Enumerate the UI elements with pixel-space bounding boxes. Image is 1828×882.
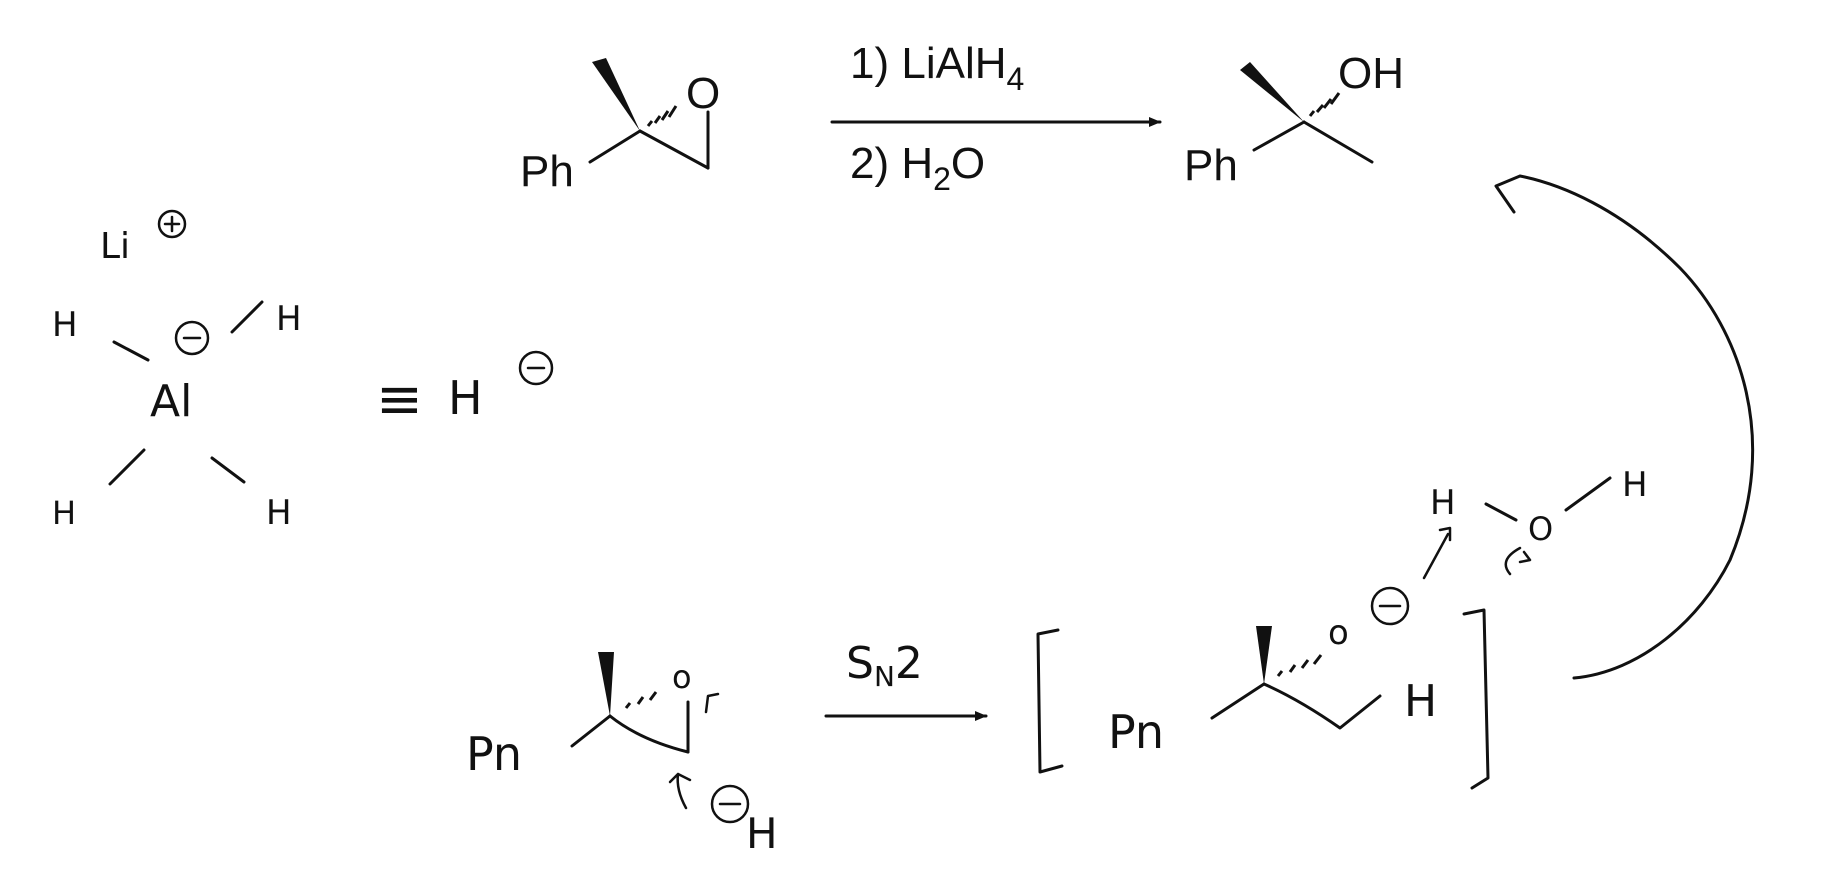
hashed-bond-c-o	[624, 691, 658, 709]
negative-charge-icon	[518, 350, 554, 386]
bond-al-h	[230, 300, 264, 334]
curved-arrow-icon	[668, 772, 692, 810]
negative-charge-icon	[1370, 586, 1410, 626]
phenyl-label: Pn	[466, 727, 522, 781]
water-hydrogen: H	[1622, 465, 1648, 505]
mechanism-sn2-attack: Pn o H	[466, 652, 778, 858]
alkoxide-oxygen: o	[1328, 613, 1349, 653]
wedge-methyl-bond	[598, 652, 614, 716]
added-hydrogen: H	[1404, 676, 1437, 727]
hydrogen-bottom-left: H	[52, 494, 76, 532]
epoxide-oxygen: O	[686, 69, 720, 118]
negative-charge-icon	[174, 320, 210, 356]
epoxide-oxygen: o	[672, 658, 692, 696]
reactant-epoxide: Ph O	[520, 58, 720, 196]
sn2-label: SN2	[846, 638, 923, 693]
water-oxygen: O	[1528, 510, 1553, 548]
product-alcohol: Ph OH	[1184, 49, 1404, 190]
reagents: 1) LiAlH4 2) H2O	[830, 39, 1162, 197]
reagent-lialh4: 1) LiAlH4	[850, 39, 1024, 97]
hashed-bond-c-oh	[1308, 92, 1341, 117]
bond-c-ch2	[608, 714, 690, 754]
bond-c-ch2	[638, 129, 710, 170]
lithium-cation: Li	[100, 226, 130, 267]
water-protonation: H O H	[1422, 465, 1648, 580]
curved-arrow-icon	[1422, 526, 1452, 580]
overall-return-arrow	[1494, 174, 1755, 680]
positive-charge-icon	[157, 209, 187, 239]
water-hydrogen: H	[1430, 483, 1456, 523]
wedge-methyl-bond	[1240, 62, 1304, 122]
bond-c-ch2-h	[1262, 682, 1382, 730]
lithium-aluminum-hydride: Li H H Al H H ≡ H	[52, 209, 554, 533]
bond-al-h	[108, 448, 146, 486]
negative-charge-icon	[710, 784, 750, 824]
phenyl-label: Ph	[520, 147, 574, 196]
hydroxyl-label: OH	[1338, 49, 1404, 98]
bond-al-h	[112, 340, 150, 362]
hydrogen-top-left: H	[52, 305, 78, 345]
phenyl-label: Pn	[1108, 705, 1164, 759]
hashed-bond-c-o	[646, 105, 678, 127]
hydroxide-hydrogen: H	[746, 809, 778, 858]
bond-al-h	[210, 456, 246, 484]
bond-ph-c	[1252, 120, 1306, 152]
phenyl-label: Ph	[1184, 141, 1238, 190]
curved-arrow-icon	[704, 692, 720, 714]
right-bracket	[1462, 608, 1490, 790]
bond-ph-c	[588, 129, 642, 164]
equivalence-symbol: ≡	[376, 367, 423, 432]
hydrogen-bottom-right: H	[266, 493, 292, 533]
bond-ph-c	[570, 714, 612, 748]
reagent-water: 2) H2O	[850, 139, 985, 197]
wedge-methyl-bond	[592, 58, 640, 131]
bond-o-h	[1564, 476, 1612, 512]
bond-ph-c	[1210, 682, 1266, 720]
curved-arrow-icon	[1504, 546, 1532, 576]
alkoxide-intermediate: Pn o H	[1036, 586, 1490, 790]
hashed-bond-c-o	[1276, 654, 1323, 677]
hydrogen-top-right: H	[276, 299, 302, 339]
wedge-methyl-bond	[1256, 626, 1272, 684]
bond-h-o	[1484, 502, 1518, 522]
step-arrow: SN2	[824, 638, 988, 721]
left-bracket	[1036, 628, 1064, 774]
aluminum-label: Al	[150, 376, 192, 427]
bond-c-methyl	[1302, 120, 1374, 164]
hydride-label: H	[448, 371, 483, 425]
